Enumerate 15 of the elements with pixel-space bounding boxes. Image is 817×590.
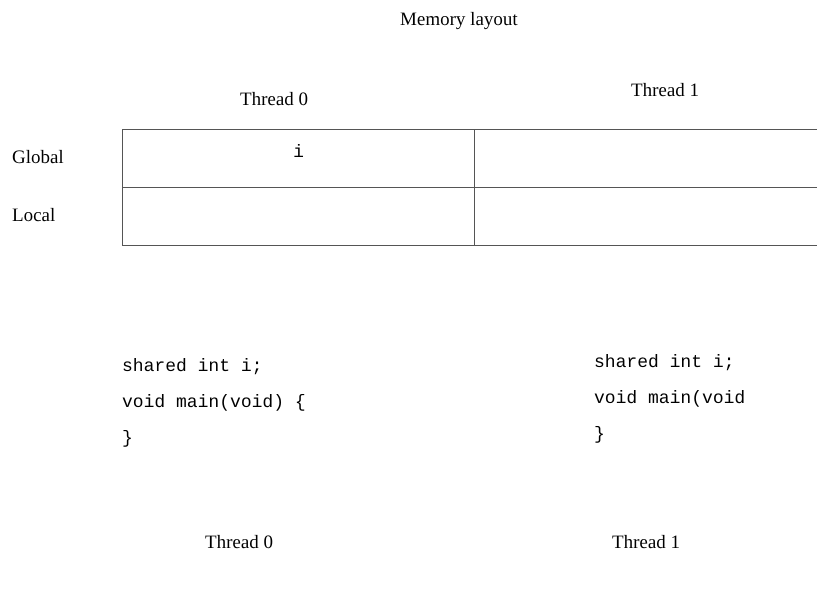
code-line: }: [594, 424, 605, 447]
code-line: void main(void) {: [122, 392, 306, 415]
empty-memory-cell: [122, 187, 475, 246]
thread-label: Thread 1: [612, 531, 680, 555]
code-line: }: [122, 428, 133, 451]
column-header: Thread 1: [631, 79, 700, 103]
diagram-title: Memory layout: [400, 8, 518, 32]
memory-cell: i: [122, 129, 475, 188]
row-header: Local: [12, 204, 56, 228]
code-line: shared int i;: [122, 356, 262, 379]
row-header: Global: [12, 146, 64, 170]
thread-label: Thread 0: [205, 531, 274, 555]
column-header: Thread 0: [240, 88, 308, 112]
code-line: void main(void: [594, 388, 746, 411]
code-line: shared int i;: [594, 352, 734, 375]
